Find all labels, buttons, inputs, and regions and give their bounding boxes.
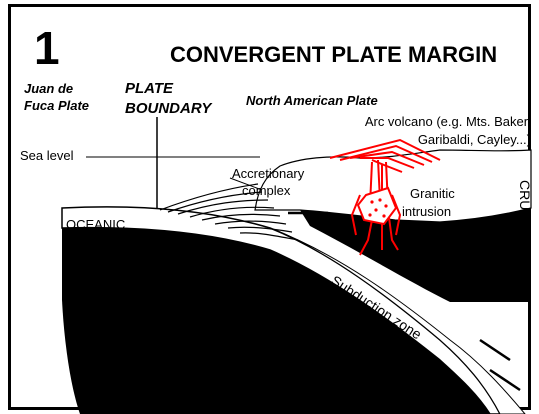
juan-de-fuca-label-line1: Juan de bbox=[24, 81, 73, 96]
sea-level-label: Sea level bbox=[20, 148, 74, 163]
mantle-label-right: MANTLE bbox=[432, 258, 495, 275]
north-american-plate-label: North American Plate bbox=[246, 93, 378, 108]
diagram-title: CONVERGENT PLATE MARGIN bbox=[170, 42, 497, 67]
plate-boundary-label-line1: PLATE bbox=[125, 80, 174, 97]
crust-label: CRUST bbox=[517, 180, 533, 229]
arc-volcano-label-line2: Garibaldi, Cayley...) bbox=[418, 132, 531, 147]
granitic-label-line2: intrusion bbox=[402, 204, 451, 219]
granitic-label-line1: Granitic bbox=[410, 186, 455, 201]
oceanic-crust-label-line2: CRUST bbox=[78, 233, 123, 248]
oceanic-crust-label-line1: OCEANIC bbox=[66, 217, 125, 232]
plate-boundary-label-line2: BOUNDARY bbox=[125, 100, 213, 117]
accretionary-label-line2: complex bbox=[242, 183, 291, 198]
arc-volcano-label-line1: Arc volcano (e.g. Mts. Baker, bbox=[365, 114, 531, 129]
juan-de-fuca-label-line2: Fuca Plate bbox=[24, 98, 89, 113]
mantle-label-left: MANTLE bbox=[185, 317, 248, 334]
accretionary-label-line1: Accretionary bbox=[232, 166, 305, 181]
panel-number: 1 bbox=[34, 22, 60, 74]
